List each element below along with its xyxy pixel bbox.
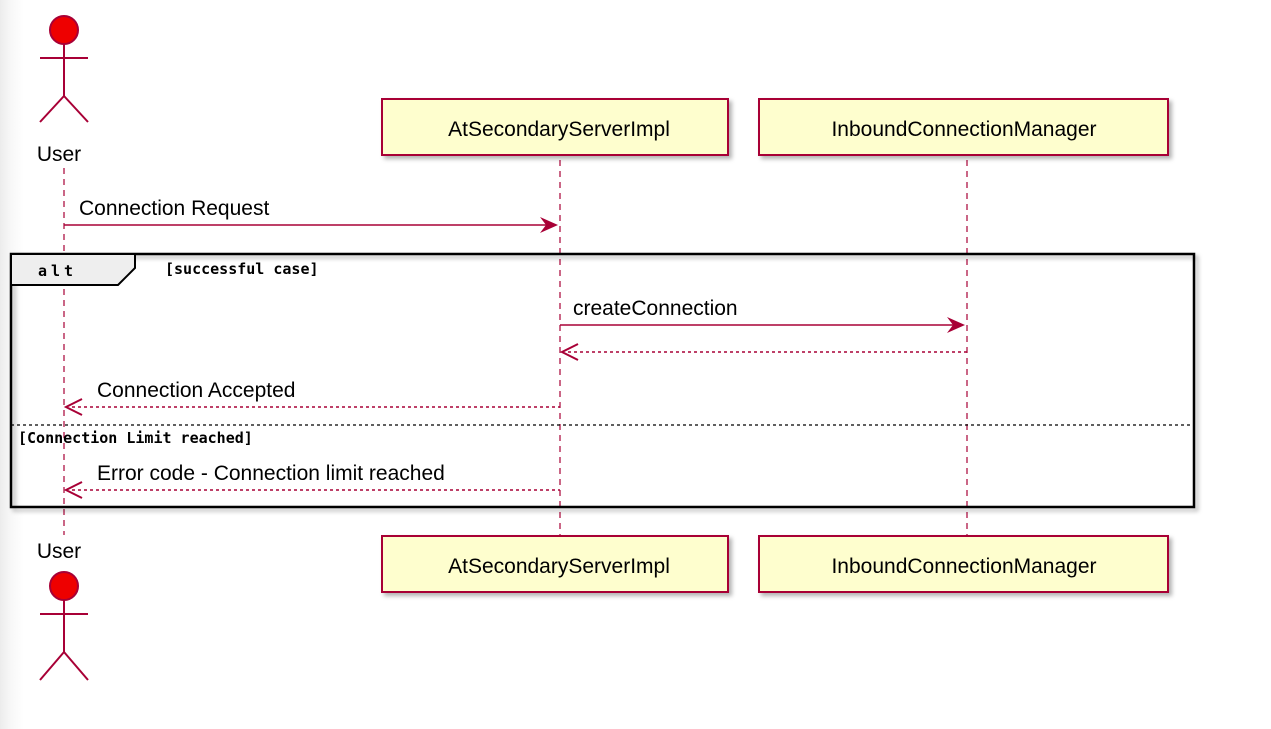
alt-guard-limit: [Connection Limit reached] [18,429,253,447]
participant-manager-label-bottom: InboundConnectionManager [831,555,1096,578]
participant-manager-label-top: InboundConnectionManager [831,118,1096,141]
arrowhead-icon [540,217,558,233]
arrowhead-icon [63,481,83,499]
participant-manager-top: InboundConnectionManager [758,98,1169,156]
alt-guard-success: [successful case] [165,260,319,278]
actor-head-icon [49,571,79,601]
message-connection-accepted: Connection Accepted [63,379,560,416]
arrowhead-icon [947,317,965,333]
actor-user-label-top: User [37,143,81,166]
alt-frame: alt [successful case] [Connection Limit … [9,252,1196,509]
alt-keyword: alt [38,262,77,280]
message-create-connection-label: createConnection [573,297,738,320]
message-return [559,343,967,361]
arrowhead-icon [63,398,83,416]
arrowhead-icon [559,343,579,361]
message-connection-accepted-label: Connection Accepted [97,379,295,402]
actor-user-top: User [37,15,89,166]
message-create-connection: createConnection [560,297,965,333]
participant-server-top: AtSecondaryServerImpl [381,98,729,156]
actor-user-bottom: User [37,540,89,681]
message-connection-request: Connection Request [64,197,558,233]
message-error-limit: Error code - Connection limit reached [63,462,560,499]
message-connection-request-label: Connection Request [79,197,269,220]
actor-user-label-bottom: User [37,540,81,563]
participant-server-label-top: AtSecondaryServerImpl [448,118,670,141]
alt-tab [10,253,136,286]
participant-manager-bottom: InboundConnectionManager [758,535,1169,593]
message-error-limit-label: Error code - Connection limit reached [97,462,445,485]
actor-head-icon [49,15,79,45]
participant-server-bottom: AtSecondaryServerImpl [381,535,729,593]
participant-server-label-bottom: AtSecondaryServerImpl [448,555,670,578]
